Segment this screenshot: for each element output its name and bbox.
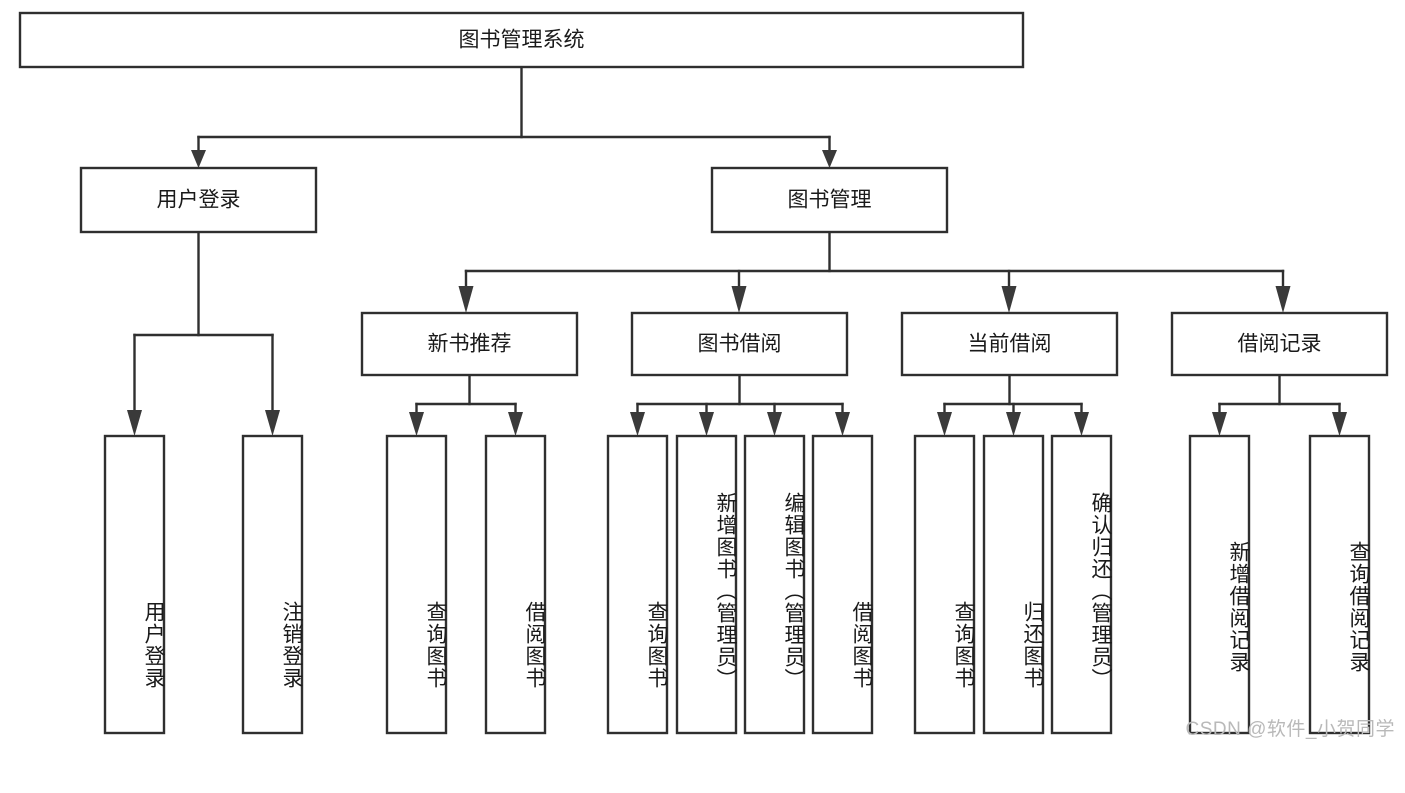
connector-group-userlogin-leaves <box>127 230 280 436</box>
connector-group-records-leaves <box>1212 373 1347 436</box>
arrow-head-icon <box>265 410 280 436</box>
arrow-head-icon <box>630 412 645 436</box>
arrow-head-icon <box>937 412 952 436</box>
node-new-book-recommend-label: 新书推荐 <box>428 333 512 356</box>
node-user-login[interactable]: 用户登录 <box>79 166 318 234</box>
node-book-management-rect[interactable] <box>710 166 949 234</box>
node-current-borrow-rect[interactable] <box>900 311 1119 377</box>
arrow-head-icon <box>699 412 714 436</box>
node-current-borrow[interactable]: 当前借阅 <box>900 311 1119 377</box>
diagram-canvas: 图书管理系统 用户登录 图书管理 新书推荐 图书借阅 当前借阅 借阅记录 <box>18 11 1395 740</box>
arrow-head-icon <box>1001 286 1017 313</box>
node-root[interactable]: 图书管理系统 <box>18 11 1025 69</box>
node-user-login-label: 用户登录 <box>157 189 241 212</box>
arrow-head-icon <box>458 286 474 313</box>
node-borrow-records-label: 借阅记录 <box>1238 333 1322 356</box>
arrow-head-icon <box>191 150 206 168</box>
arrow-head-icon <box>1006 412 1021 436</box>
arrow-head-icon <box>508 412 523 436</box>
arrow-head-icon <box>1074 412 1089 436</box>
node-borrow-records[interactable]: 借阅记录 <box>1170 311 1389 377</box>
leaf-rect-query-book-borrow[interactable] <box>606 434 669 735</box>
leaf-rect-confirm-return-admin[interactable] <box>1050 434 1113 735</box>
node-new-book-recommend-rect[interactable] <box>360 311 579 377</box>
node-book-borrow-rect[interactable] <box>630 311 849 377</box>
node-root-label: 图书管理系统 <box>459 29 585 52</box>
node-current-borrow-label: 当前借阅 <box>968 333 1052 356</box>
leaf-rect-user-login[interactable] <box>103 434 166 735</box>
connector-group-borrow-leaves <box>630 373 850 436</box>
leaf-rect-return-book[interactable] <box>982 434 1045 735</box>
leaf-rect-logout[interactable] <box>241 434 304 735</box>
node-book-borrow-label: 图书借阅 <box>698 333 782 356</box>
connector-group-newbook-leaves <box>409 373 523 436</box>
arrow-head-icon <box>127 410 142 436</box>
leaf-rect-query-book-recommend[interactable] <box>385 434 448 735</box>
leaf-rect-add-book-admin[interactable] <box>675 434 738 735</box>
flowchart-svg: 图书管理系统 用户登录 图书管理 新书推荐 图书借阅 当前借阅 借阅记录 <box>18 11 1389 735</box>
connector-group-bookmgmt <box>458 230 1291 313</box>
arrow-head-icon <box>1332 412 1347 436</box>
node-book-borrow[interactable]: 图书借阅 <box>630 311 849 377</box>
leaf-rect-query-book-current[interactable] <box>913 434 976 735</box>
leaf-rect-query-borrow-record[interactable] <box>1308 434 1371 735</box>
connector-group-current-leaves <box>937 373 1089 436</box>
node-book-management-label: 图书管理 <box>788 189 872 212</box>
arrow-head-icon <box>822 150 837 168</box>
leaf-rect-borrow-book-recommend[interactable] <box>484 434 547 735</box>
arrow-head-icon <box>767 412 782 436</box>
leaf-node-group <box>103 434 1371 735</box>
arrow-head-icon <box>1275 286 1291 313</box>
arrow-head-icon <box>1212 412 1227 436</box>
connector-group-root <box>191 65 837 168</box>
node-root-rect[interactable] <box>18 11 1025 69</box>
arrow-head-icon <box>409 412 424 436</box>
node-borrow-records-rect[interactable] <box>1170 311 1389 377</box>
leaf-rect-add-borrow-record[interactable] <box>1188 434 1251 735</box>
arrow-head-icon <box>731 286 747 313</box>
node-new-book-recommend[interactable]: 新书推荐 <box>360 311 579 377</box>
node-user-login-rect[interactable] <box>79 166 318 234</box>
arrow-head-icon <box>835 412 850 436</box>
leaf-rect-borrow-book[interactable] <box>811 434 874 735</box>
csdn-watermark: CSDN @软件_小贺同学 <box>1185 719 1395 740</box>
leaf-rect-edit-book-admin[interactable] <box>743 434 806 735</box>
node-book-management[interactable]: 图书管理 <box>710 166 949 234</box>
